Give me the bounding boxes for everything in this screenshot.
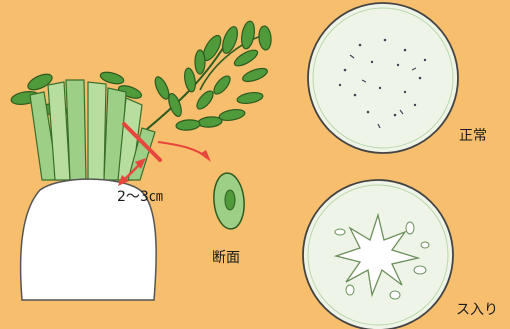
cross-section-piece — [212, 172, 247, 230]
normal-label: 正常 — [459, 129, 487, 143]
radish-leaf-right — [140, 20, 272, 135]
hollow-label: ス入り — [456, 303, 498, 317]
cut-distance-label: 2～3㎝ — [117, 190, 163, 204]
arrow-to-section — [158, 142, 208, 158]
hollow-slice — [303, 180, 453, 329]
normal-slice — [308, 3, 458, 153]
cross-section-label: 断面 — [212, 251, 240, 265]
arrow-head — [200, 150, 211, 162]
